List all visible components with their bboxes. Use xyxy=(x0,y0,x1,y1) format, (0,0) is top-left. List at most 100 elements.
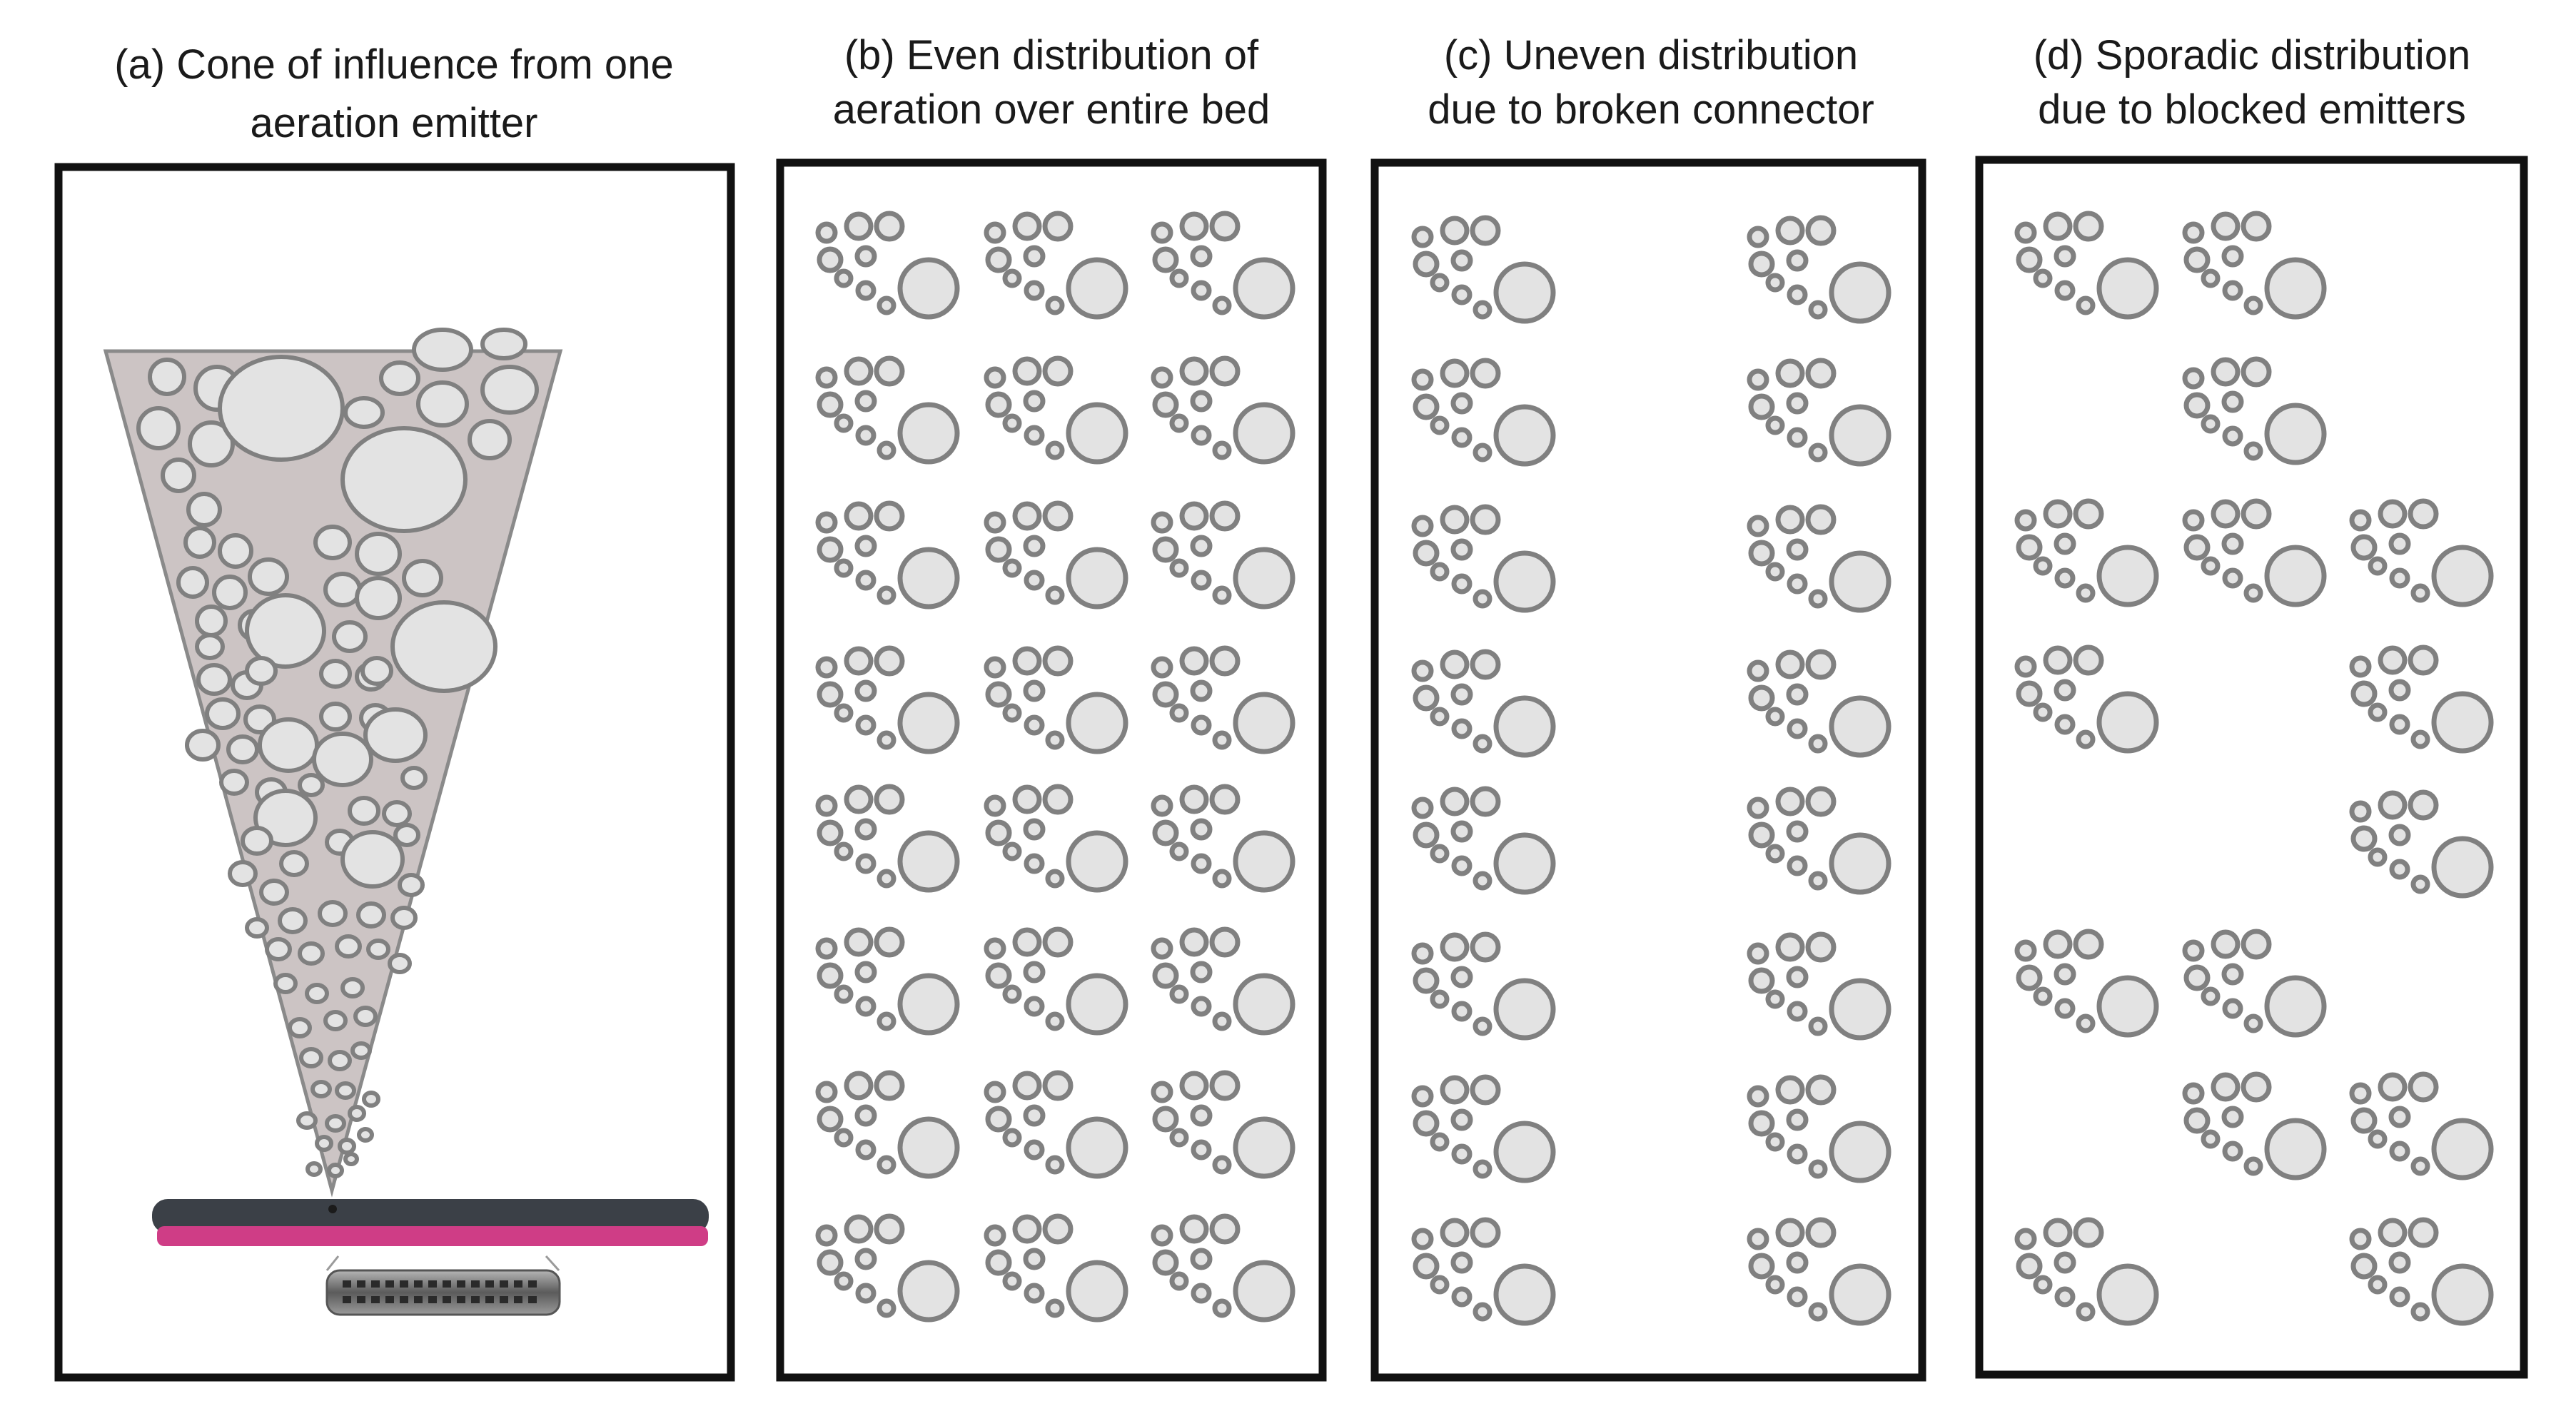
cone-bubble xyxy=(390,906,418,930)
cone-bubble xyxy=(353,1006,378,1027)
emitter-tooth xyxy=(528,1296,537,1303)
bubble-cluster xyxy=(1153,929,1293,1033)
panel-a-frame xyxy=(54,163,735,1382)
bubble-cluster xyxy=(1749,218,1889,321)
emitter-tooth xyxy=(400,1280,408,1288)
cone-bubble xyxy=(323,572,362,607)
panel-b-title-line-1: (b) Even distribution of xyxy=(844,32,1259,79)
cone-bubble xyxy=(148,358,186,396)
emitter-tooth xyxy=(414,1280,423,1288)
bubble-cluster xyxy=(986,648,1126,752)
bubble-cluster xyxy=(2017,647,2156,751)
cone-bubble xyxy=(400,766,428,790)
panel-a-title-line-2: aeration emitter xyxy=(251,100,538,146)
bubble-cluster xyxy=(2185,931,2324,1035)
cone-bubble xyxy=(340,830,405,889)
panel-c-frame xyxy=(1370,158,1926,1382)
cone-bubble xyxy=(298,941,325,966)
panel-d-title-line-1: (d) Sporadic distribution xyxy=(2034,32,2471,79)
bubble-cluster xyxy=(1153,1216,1293,1320)
cone-bubble xyxy=(195,605,228,637)
cone-bubble xyxy=(305,1161,323,1177)
emitter-tooth xyxy=(385,1280,394,1288)
emitter-tooth xyxy=(443,1296,451,1303)
bubble-cluster xyxy=(1414,218,1553,321)
cone-bubble xyxy=(183,526,216,559)
bubble-cluster xyxy=(1153,213,1293,317)
cone-bubble xyxy=(332,620,368,653)
bubble-cluster xyxy=(1414,652,1553,755)
cone-bubble xyxy=(226,734,259,764)
bubble-cluster xyxy=(2352,647,2491,751)
cone-bubble xyxy=(355,532,402,576)
emitter-tooth xyxy=(500,1280,508,1288)
cone-bubble xyxy=(416,380,469,428)
bubble-cluster xyxy=(2185,213,2324,317)
bubble-cluster xyxy=(1749,789,1889,892)
cone-bubble xyxy=(340,977,365,998)
cone-bubble xyxy=(313,525,352,560)
bubble-cluster xyxy=(1414,934,1553,1038)
bubble-cluster xyxy=(986,1073,1126,1176)
cone-bubble xyxy=(390,600,497,693)
cone-bubble xyxy=(319,702,352,732)
cone-bubble xyxy=(195,633,225,660)
cone-bubble xyxy=(335,934,362,959)
emitter-tooth xyxy=(414,1296,423,1303)
bubble-cluster xyxy=(2017,1220,2156,1323)
panel-c-title: (c) Uneven distribution due to broken co… xyxy=(1428,32,1874,133)
bubble-cluster xyxy=(2185,359,2324,462)
bubble-cluster xyxy=(2352,501,2491,605)
emitter-tooth xyxy=(343,1280,351,1288)
bubble-cluster xyxy=(818,358,957,462)
bubble-cluster xyxy=(1749,934,1889,1038)
cone-bubble xyxy=(245,656,278,686)
cone-bubble xyxy=(379,360,420,396)
emitter-tooth xyxy=(500,1296,508,1303)
cone-bubble xyxy=(319,659,352,689)
cone-bubble xyxy=(205,697,241,730)
bubble-cluster xyxy=(2185,501,2324,605)
panel-b-frame xyxy=(776,158,1327,1382)
emitter-tooth xyxy=(343,1296,351,1303)
cone-bubble xyxy=(325,1114,346,1133)
emitter-tooth xyxy=(428,1280,437,1288)
cone-bubble xyxy=(335,1081,356,1100)
cone-bubble xyxy=(298,773,325,797)
cone-bubble xyxy=(258,717,319,773)
bubble-cluster xyxy=(986,787,1126,890)
panel-c-title-line-1: (c) Uneven distribution xyxy=(1444,32,1858,79)
bubble-cluster xyxy=(2185,1074,2324,1178)
cone-bubble xyxy=(412,328,473,372)
panel-c-title-line-2: due to broken connector xyxy=(1428,86,1874,133)
cone-bubble xyxy=(327,1163,344,1178)
emitter-tooth xyxy=(428,1296,437,1303)
bubble-cluster xyxy=(1749,360,1889,464)
cone-bubble xyxy=(338,1138,356,1155)
emitter-tooth xyxy=(443,1280,451,1288)
cone-bubble xyxy=(398,873,425,897)
bubble-cluster xyxy=(1153,358,1293,462)
cone-bubble xyxy=(328,1050,352,1071)
bubble-cluster xyxy=(1414,1220,1553,1323)
emitter-tooth xyxy=(457,1280,465,1288)
cone-bubble xyxy=(218,355,345,462)
cone-bubble xyxy=(366,939,390,960)
panel-b-title: (b) Even distribution of aeration over e… xyxy=(833,32,1271,133)
panel-c-bubble-grid xyxy=(1414,218,1889,1323)
bubble-cluster xyxy=(2017,501,2156,605)
bubble-cluster xyxy=(1749,1220,1889,1323)
cone-bubble xyxy=(363,707,428,763)
cone-bubble xyxy=(278,907,308,934)
cone-bubble xyxy=(356,901,386,929)
bubble-cluster xyxy=(818,648,957,752)
bubble-cluster xyxy=(1414,507,1553,610)
emitter-tooth xyxy=(371,1296,380,1303)
emitter-tooth xyxy=(485,1280,494,1288)
panel-b-title-line-2: aeration over entire bed xyxy=(833,86,1271,133)
emitter-tooth xyxy=(385,1296,394,1303)
bubble-cluster xyxy=(1414,789,1553,892)
panel-d-bubble-grid xyxy=(2017,213,2491,1323)
cone-bubble xyxy=(343,396,385,429)
